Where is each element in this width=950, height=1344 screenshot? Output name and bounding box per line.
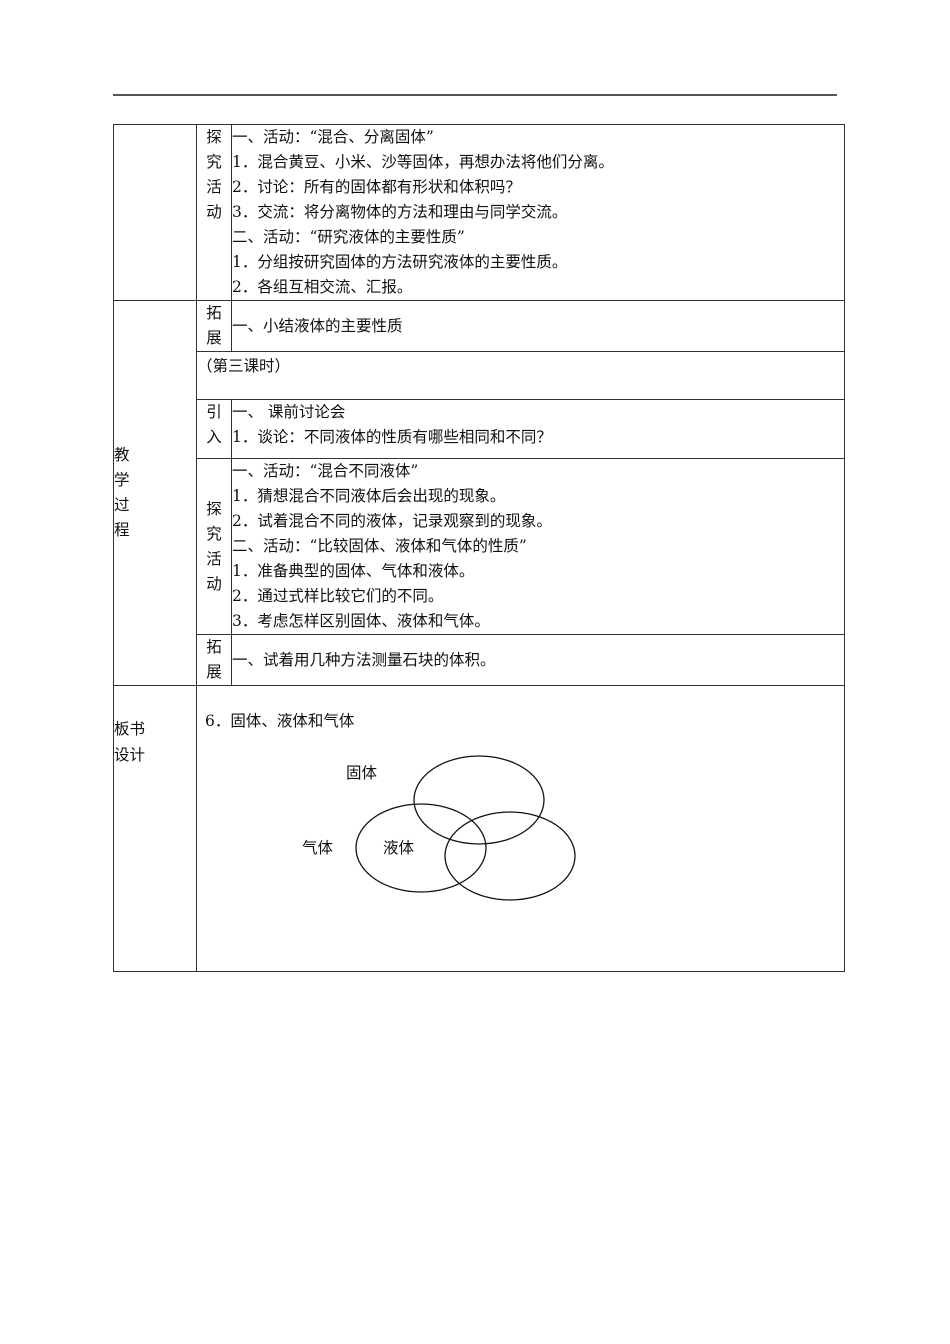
content-line: 2．试着混合不同的液体，记录观察到的现象。 bbox=[232, 512, 552, 530]
section-line: 设计 bbox=[114, 746, 146, 764]
phase-char: 展 bbox=[206, 663, 222, 681]
phase-char: 拓 bbox=[206, 638, 222, 656]
table-row: 引 入 一、 课前讨论会 1．谈论：不同液体的性质有哪些相同和不同？ bbox=[114, 399, 845, 459]
section-label-teaching-process: 教 学 过 程 bbox=[113, 300, 197, 686]
phase-label-intro: 引 入 bbox=[196, 399, 232, 459]
header-rule bbox=[113, 94, 837, 96]
content-line: 1．谈论：不同液体的性质有哪些相同和不同？ bbox=[232, 428, 552, 446]
phase-char: 活 bbox=[206, 549, 222, 568]
liquid-circle bbox=[355, 803, 487, 893]
content-line: 二、活动：“研究液体的主要性质” bbox=[232, 228, 465, 246]
phase-char: 活 bbox=[206, 178, 222, 196]
board-title: 6．固体、液体和气体 bbox=[205, 712, 355, 730]
phase-char: 究 bbox=[206, 153, 222, 171]
table-row: 拓 展 一、试着用几种方法测量石块的体积。 bbox=[114, 634, 845, 686]
section-line: 板书 bbox=[114, 720, 146, 738]
table-row: 教 学 过 程 拓 展 一、小结液体的主要性质 bbox=[113, 300, 845, 686]
board-design-cell: 6．固体、液体和气体 固体 气体 液体 bbox=[196, 685, 845, 972]
section-cell-empty bbox=[113, 124, 197, 301]
phase-char: 探 bbox=[206, 499, 222, 518]
content-line: 一、小结液体的主要性质 bbox=[232, 316, 403, 335]
section-char: 学 bbox=[114, 471, 130, 489]
phase-label-expand: 拓 展 bbox=[196, 300, 232, 352]
phase-char: 展 bbox=[206, 329, 222, 347]
content-line: 一、 课前讨论会 bbox=[232, 403, 346, 421]
phase-char: 拓 bbox=[206, 304, 222, 322]
content-line: 1．分组按研究固体的方法研究液体的主要性质。 bbox=[232, 253, 568, 271]
content-line: 一、试着用几种方法测量石块的体积。 bbox=[232, 650, 496, 669]
label-gas: 气体 bbox=[302, 839, 334, 857]
section-char: 教 bbox=[114, 446, 130, 464]
content-line: 一、活动：“混合、分离固体” bbox=[232, 128, 434, 146]
phase-char: 入 bbox=[206, 428, 222, 446]
content-line: 2．通过式样比较它们的不同。 bbox=[232, 587, 444, 605]
intro-content: 一、 课前讨论会 1．谈论：不同液体的性质有哪些相同和不同？ bbox=[231, 399, 845, 459]
expand-content: 一、试着用几种方法测量石块的体积。 bbox=[231, 634, 845, 686]
content-line: 3．交流：将分离物体的方法和理由与同学交流。 bbox=[232, 203, 568, 221]
gas-circle bbox=[444, 811, 576, 901]
board-diagram: 6．固体、液体和气体 固体 气体 液体 bbox=[197, 686, 844, 970]
label-solid: 固体 bbox=[346, 764, 378, 782]
label-liquid: 液体 bbox=[383, 839, 415, 857]
phase-label-explore: 探 究 活 动 bbox=[196, 124, 232, 301]
content-line: 1．猜想混合不同液体后会出现的现象。 bbox=[232, 487, 506, 505]
phase-label-explore: 探 究 活 动 bbox=[196, 458, 232, 635]
phase-char: 究 bbox=[206, 524, 222, 543]
table-row: 探 究 活 动 一、活动：“混合不同液体” 1．猜想混合不同液体后会出现的现象。… bbox=[114, 458, 845, 635]
section-char: 过 bbox=[114, 496, 130, 514]
section-label-board-design: 板书 设计 bbox=[113, 685, 197, 972]
phase-label-expand: 拓 展 bbox=[196, 634, 232, 686]
section-char: 程 bbox=[114, 521, 130, 539]
table-row: （第三课时） bbox=[114, 351, 845, 400]
content-line: 二、活动：“比较固体、液体和气体的性质” bbox=[232, 537, 527, 555]
phase-char: 探 bbox=[206, 128, 222, 146]
content-line: 2．各组互相交流、汇报。 bbox=[232, 278, 413, 296]
lesson-header: （第三课时） bbox=[196, 351, 845, 400]
expand-content: 一、小结液体的主要性质 bbox=[231, 300, 845, 352]
content-line: 3．考虑怎样区别固体、液体和气体。 bbox=[232, 612, 490, 630]
phase-char: 引 bbox=[206, 403, 222, 421]
lesson-plan-table: 探 究 活 动 一、活动：“混合、分离固体” 1．混合黄豆、小米、沙等固体，再想… bbox=[113, 124, 845, 972]
explore-content: 一、活动：“混合、分离固体” 1．混合黄豆、小米、沙等固体，再想办法将他们分离。… bbox=[231, 124, 845, 301]
explore-content: 一、活动：“混合不同液体” 1．猜想混合不同液体后会出现的现象。 2．试着混合不… bbox=[231, 458, 845, 635]
content-line: 一、活动：“混合不同液体” bbox=[232, 462, 419, 480]
content-line: 2．讨论：所有的固体都有形状和体积吗？ bbox=[232, 178, 521, 196]
phase-char: 动 bbox=[206, 574, 222, 593]
table-row: 板书 设计 6．固体、液体和气体 固体 气体 液体 bbox=[113, 685, 845, 972]
content-line: 1．混合黄豆、小米、沙等固体，再想办法将他们分离。 bbox=[232, 153, 614, 171]
solid-circle bbox=[413, 755, 545, 845]
table-row: 探 究 活 动 一、活动：“混合、分离固体” 1．混合黄豆、小米、沙等固体，再想… bbox=[113, 124, 845, 301]
content-line: 1．准备典型的固体、气体和液体。 bbox=[232, 562, 475, 580]
phase-char: 动 bbox=[206, 203, 222, 221]
venn-diagram bbox=[355, 755, 576, 901]
